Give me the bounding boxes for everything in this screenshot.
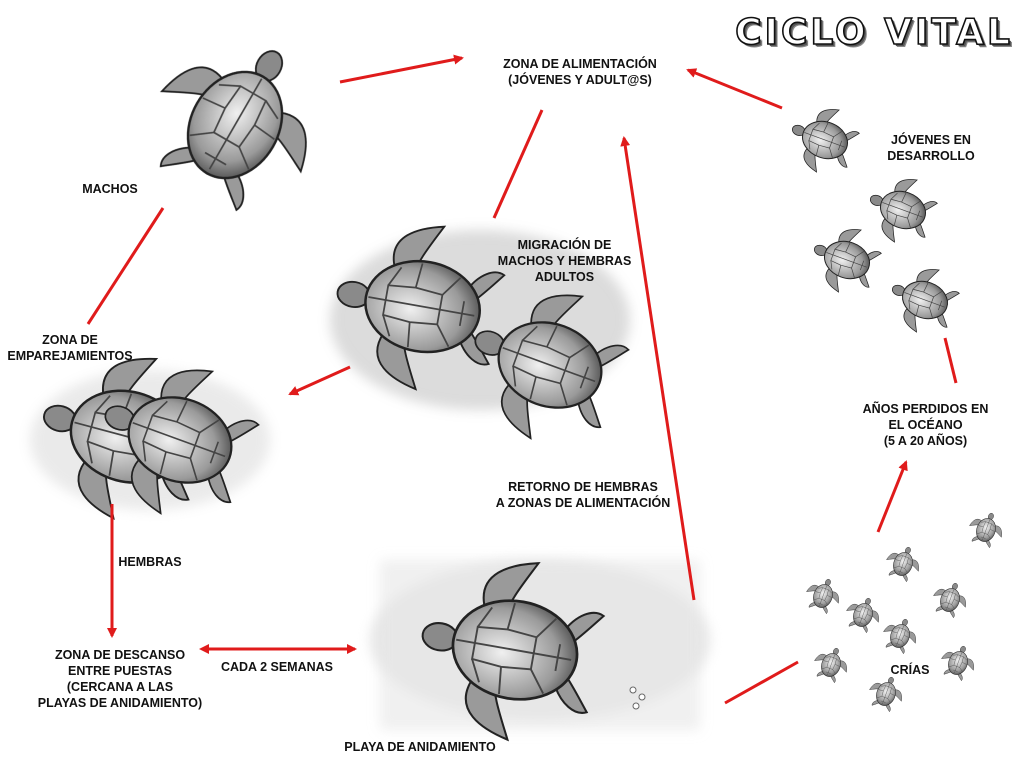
- nesting-beach-label: PLAYA DE ANIDAMIENTO: [320, 739, 520, 755]
- mating-zone-label: ZONA DE EMPAREJAMIENTOS: [0, 332, 140, 364]
- males-label: MACHOS: [60, 181, 160, 197]
- nesting-beach: [380, 546, 700, 753]
- females-label: HEMBRAS: [100, 554, 200, 570]
- line-feeding-to-migration: [494, 110, 542, 218]
- juveniles-label: JÓVENES EN DESARROLLO: [866, 132, 996, 164]
- lost-years-label: AÑOS PERDIDOS EN EL OCÉANO (5 A 20 AÑOS): [848, 401, 1003, 449]
- line-lost-years-to-juveniles: [945, 338, 956, 383]
- hatchlings-label: CRÍAS: [860, 662, 960, 678]
- migration-label: MIGRACIÓN DE MACHOS Y HEMBRAS ADULTOS: [482, 237, 647, 285]
- arrow-juveniles-to-feeding: [688, 70, 782, 108]
- every-two-weeks-label: CADA 2 SEMANAS: [207, 659, 347, 675]
- line-males-to-mating: [88, 208, 163, 324]
- diagram-title: CICLO VITAL: [735, 12, 1013, 53]
- rest-zone-label: ZONA DE DESCANSO ENTRE PUESTAS (CERCANA …: [20, 647, 220, 711]
- feeding-zone-label: ZONA DE ALIMENTACIÓN (JÓVENES Y ADULT@S): [470, 56, 690, 88]
- males-turtle: [129, 12, 346, 228]
- arrow-males-to-feeding: [340, 58, 462, 82]
- arrow-return-females: [624, 138, 694, 600]
- female-return-label: RETORNO DE HEMBRAS A ZONAS DE ALIMENTACI…: [478, 479, 688, 511]
- hatchling-turtles: [802, 508, 1008, 715]
- arrow-migration-to-mating: [290, 367, 350, 394]
- line-beach-to-hatchlings: [725, 662, 798, 703]
- arrow-hatchlings-to-lost-years: [878, 462, 906, 532]
